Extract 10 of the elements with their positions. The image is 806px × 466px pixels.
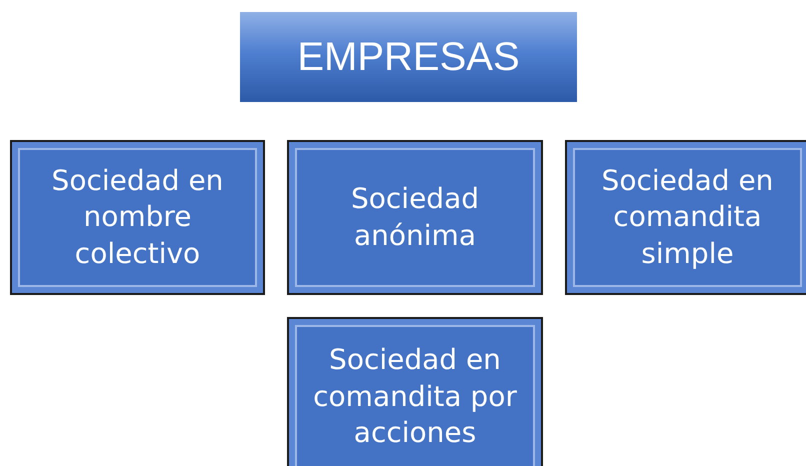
category-box	[287, 317, 543, 466]
category-box	[565, 140, 806, 295]
category-label: Sociedad anónima	[350, 181, 480, 254]
category-label: Sociedad en comandita por acciones	[312, 342, 518, 452]
category-box	[287, 140, 543, 295]
category-label: Sociedad en nombre colectivo	[50, 162, 224, 272]
category-box	[10, 140, 265, 295]
category-label: Sociedad en comandita simple	[600, 162, 774, 272]
title-text: EMPRESAS	[297, 34, 520, 80]
title-box	[240, 12, 577, 102]
